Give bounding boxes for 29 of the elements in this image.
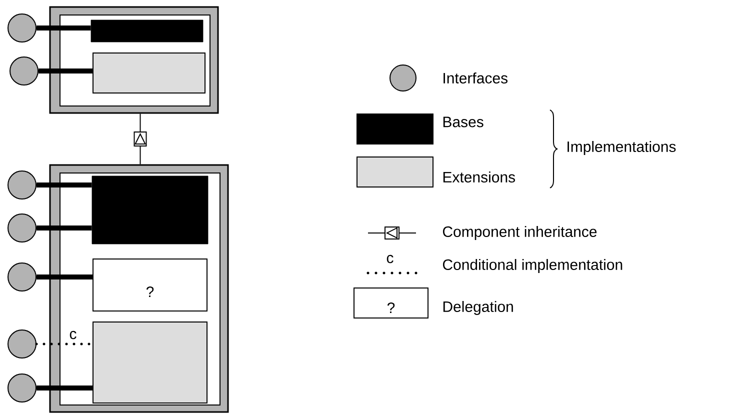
sample-label: c [386,254,394,264]
extension-block [92,321,208,404]
legend-text: Bases [443,116,484,128]
interface-circle [8,262,36,292]
legend-text: Component inheritance [442,226,597,240]
connector-line [36,274,92,280]
interface-circle [8,170,36,200]
legend-text: Conditional implementation [442,259,622,273]
interface-circle [8,14,36,42]
delegation-box: ? [92,258,208,312]
legend-text: Delegation [443,301,513,315]
delegation-sample: ? [354,287,428,318]
base-block [92,176,208,244]
base-block [90,20,204,42]
interface-circle [8,373,36,402]
edge-label: c [70,330,76,340]
inheritance-arrow [134,113,147,165]
connector-line [36,26,91,30]
interface-circle [8,329,36,358]
extension-block [92,52,206,94]
legend-text: Extensions [443,171,516,182]
interface-circle [10,56,38,86]
interface-circle [8,213,36,242]
connector-line [36,182,92,188]
legend-text: Interfaces [444,72,508,84]
group-label: Implementations [568,141,676,155]
connector-line [36,225,92,230]
connector-line [38,68,92,74]
connector-line [36,385,92,390]
